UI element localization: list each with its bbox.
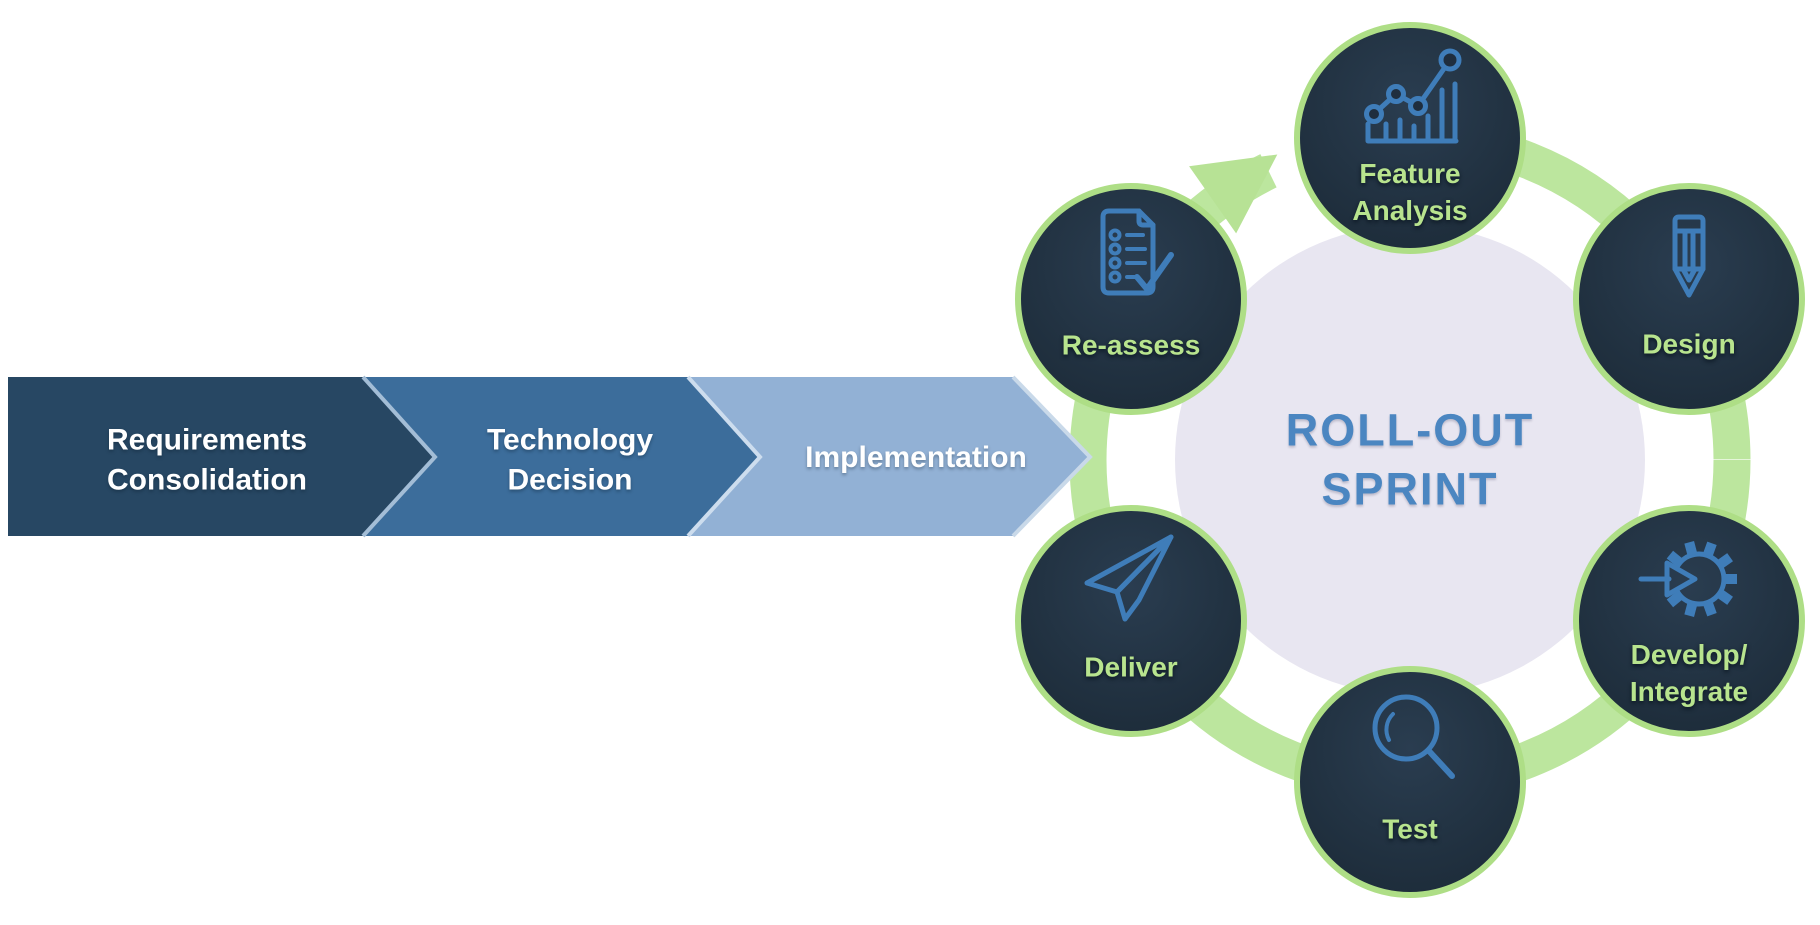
step-label-re-assess: Re-assess bbox=[1061, 329, 1201, 361]
phase-chevron-implementation bbox=[640, 377, 1090, 536]
pencil-icon bbox=[1672, 214, 1706, 298]
node-circle bbox=[1573, 183, 1805, 415]
sprint-title: ROLL-OUT SPRINT bbox=[1285, 404, 1535, 515]
paper-plane-icon bbox=[1084, 534, 1174, 622]
sprint-node-feature-analysis bbox=[1294, 22, 1526, 254]
magnifier-icon bbox=[1372, 694, 1455, 779]
node-circle bbox=[1015, 183, 1247, 415]
sprint-node-re-assess bbox=[1015, 183, 1247, 415]
phase-label-requirements-consolidation: Requirements Consolidation bbox=[106, 423, 308, 496]
node-circle bbox=[1573, 505, 1805, 737]
node-circle bbox=[1294, 22, 1526, 254]
sprint-node-test bbox=[1294, 666, 1526, 898]
phase-chevron-requirements-edge bbox=[361, 375, 438, 538]
phase-label-technology-decision: Technology Decision bbox=[486, 423, 654, 496]
sprint-center-disc bbox=[1175, 225, 1645, 695]
phase-chevron-requirements bbox=[8, 377, 435, 536]
chart-growth-icon bbox=[1364, 48, 1462, 144]
phase-chevron-technology-edge bbox=[686, 375, 763, 538]
checklist-icon bbox=[1100, 208, 1174, 296]
phase-label-implementation: Implementation bbox=[805, 441, 1027, 475]
node-circle bbox=[1015, 505, 1247, 737]
phase-arrows bbox=[8, 375, 1093, 538]
sprint-node-develop-integrate bbox=[1573, 505, 1805, 737]
step-label-develop-integrate: Develop/ Integrate bbox=[1629, 639, 1749, 707]
node-circle bbox=[1294, 666, 1526, 898]
step-label-deliver: Deliver bbox=[1084, 651, 1178, 683]
step-label-feature-analysis: Feature Analysis bbox=[1352, 158, 1468, 226]
step-label-test: Test bbox=[1382, 813, 1438, 845]
step-label-design: Design bbox=[1642, 328, 1736, 360]
gear-arrow-icon bbox=[1638, 541, 1737, 617]
phase-chevron-implementation-edge bbox=[1011, 375, 1093, 538]
sprint-node-design bbox=[1573, 183, 1805, 415]
cycle-arrowhead-icon bbox=[1189, 154, 1278, 234]
sprint-node-deliver bbox=[1015, 505, 1247, 737]
